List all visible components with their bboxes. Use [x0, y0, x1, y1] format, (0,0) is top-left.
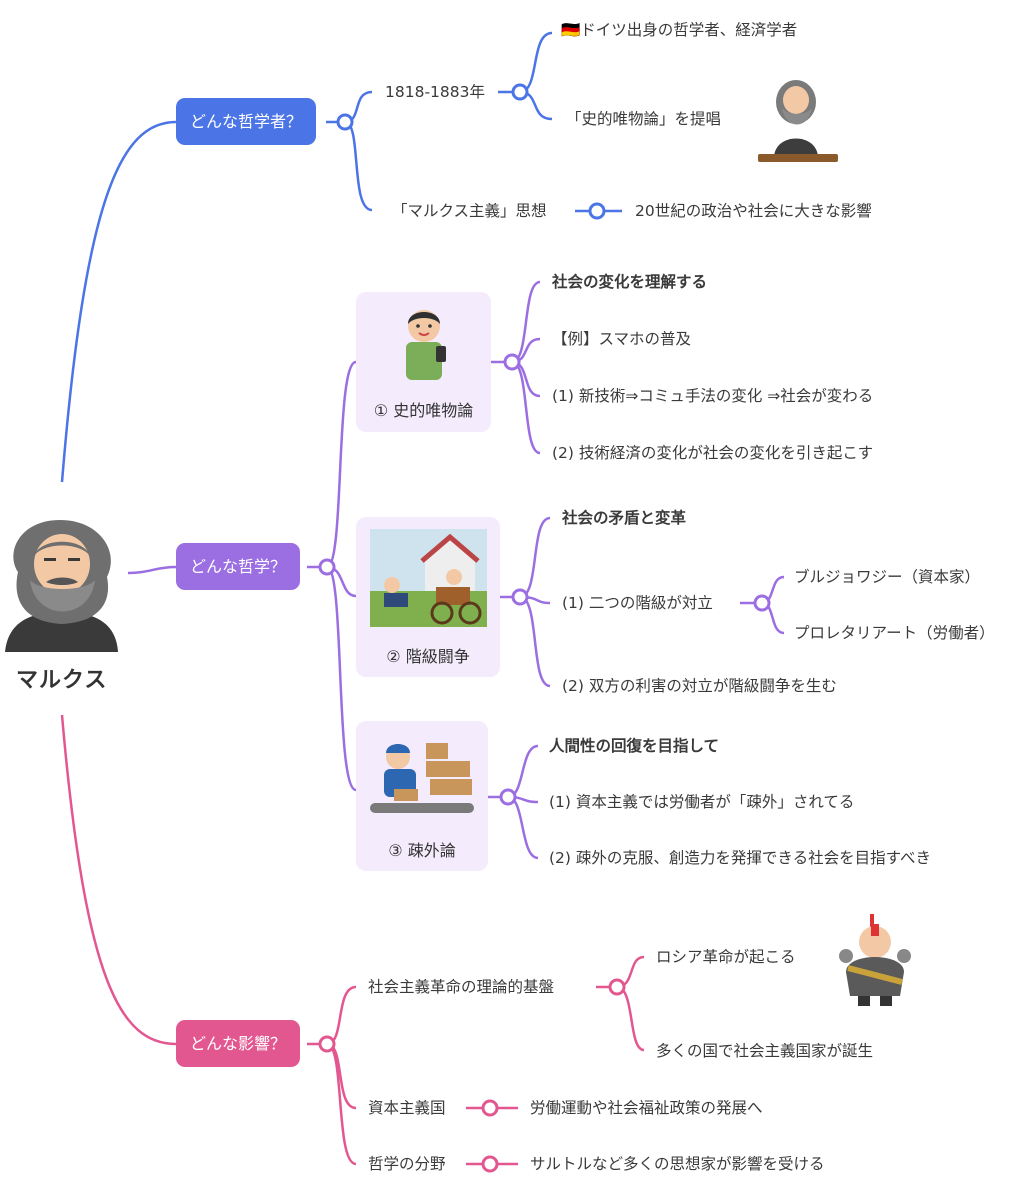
smartphone-user-illustration [406, 310, 446, 380]
node-historical-item-2[interactable]: (1) 新技術⇒コミュ手法の変化 ⇒社会が変わる [552, 387, 874, 405]
node-class-conflict[interactable]: (2) 双方の利害の対立が階級闘争を生む [562, 677, 837, 695]
card-alienation[interactable]: ③ 疎外論 [356, 721, 488, 871]
revolutionary-illustration [838, 912, 912, 1012]
capitalist-rickshaw-illustration [370, 529, 487, 627]
node-philosophy-field[interactable]: 哲学の分野 [368, 1155, 446, 1173]
node-alienation-item-1[interactable]: (1) 資本主義では労働者が「疎外」されてる [549, 793, 855, 811]
node-capitalist-effect[interactable]: 労働運動や社会福祉政策の発展へ [530, 1099, 763, 1117]
node-capitalist-countries[interactable]: 資本主義国 [368, 1099, 446, 1117]
node-class-bourgeoisie[interactable]: ブルジョワジー（資本家） [794, 568, 981, 586]
node-alienation-heading[interactable]: 人間性の回復を目指して [549, 737, 720, 755]
node-russian-revolution[interactable]: ロシア革命が起こる [656, 948, 796, 966]
connector-root-philosophy [127, 565, 177, 575]
node-alienation-item-2[interactable]: (2) 疎外の克服、創造力を発揮できる社会を目指すべき [549, 849, 931, 867]
node-class-proletariat[interactable]: プロレタリアート（労働者） [794, 624, 995, 642]
card-historical-caption: ① 史的唯物論 [373, 401, 474, 420]
connector-root-influence [60, 714, 177, 1046]
marx-portrait-icon [5, 520, 118, 652]
node-class-heading[interactable]: 社会の矛盾と変革 [562, 509, 687, 527]
lecturer-illustration [752, 72, 842, 171]
node-revolution-basis[interactable]: 社会主義革命の理論的基盤 [368, 978, 555, 996]
node-socialist-states[interactable]: 多くの国で社会主義国家が誕生 [656, 1042, 874, 1060]
node-impact[interactable]: 20世紀の政治や社会に大きな影響 [635, 202, 872, 220]
branch-philosopher-pill[interactable]: どんな哲学者？ [176, 98, 317, 145]
card-class-struggle[interactable]: ② 階級闘争 [356, 517, 500, 677]
branch-philosophy-pill[interactable]: どんな哲学？ [176, 543, 301, 590]
node-philosophy-effect[interactable]: サルトルなど多くの思想家が影響を受ける [530, 1155, 825, 1173]
node-origin[interactable]: 🇩🇪ドイツ出身の哲学者、経済学者 [561, 21, 798, 39]
node-historical-item-1[interactable]: 【例】スマホの普及 [552, 330, 692, 348]
node-proposed[interactable]: 「史的唯物論」を提唱 [566, 110, 722, 128]
node-years[interactable]: 1818-1883年 [385, 83, 485, 101]
node-historical-item-3[interactable]: (2) 技術経済の変化が社会の変化を引き起こす [552, 444, 874, 462]
branch-influence-pill[interactable]: どんな影響？ [176, 1020, 301, 1067]
card-class-struggle-caption: ② 階級闘争 [386, 647, 470, 666]
card-alienation-caption: ③ 疎外論 [388, 841, 456, 860]
node-class-opposition[interactable]: (1) 二つの階級が対立 [562, 594, 713, 612]
factory-worker-illustration [370, 743, 474, 813]
card-historical-materialism[interactable]: ① 史的唯物論 [356, 292, 491, 432]
connector-root-philosopher [60, 120, 177, 483]
root-title: マルクス [16, 668, 108, 693]
node-historical-heading[interactable]: 社会の変化を理解する [552, 273, 708, 291]
node-ideology[interactable]: 「マルクス主義」思想 [392, 202, 547, 220]
root-node[interactable] [0, 512, 125, 662]
